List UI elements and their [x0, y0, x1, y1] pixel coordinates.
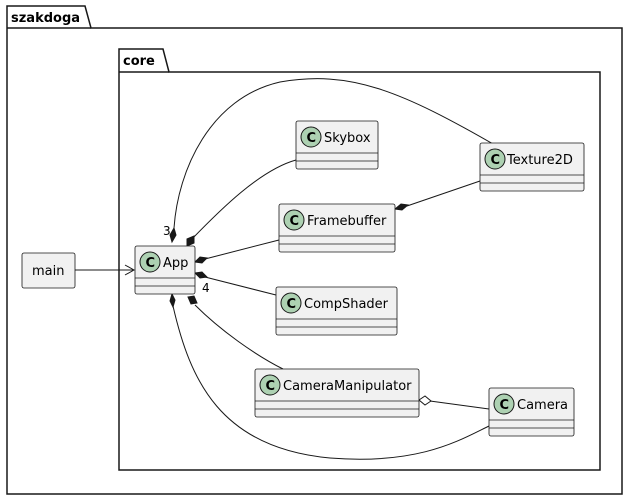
class-skybox-label: Skybox — [324, 131, 371, 146]
multiplicity-app-texture2d: 3 — [163, 224, 171, 238]
class-compshader-stereotype: C — [287, 297, 297, 312]
composition-diamonds — [169, 203, 410, 309]
class-icon — [283, 209, 305, 231]
class-icon — [493, 393, 515, 415]
class-cameramanipulator-label: CameraManipulator — [283, 379, 412, 394]
class-camera-stereotype: C — [500, 398, 510, 413]
edge-cameramanipulator-camera — [429, 400, 490, 410]
edge-app-texture2d — [173, 78, 501, 229]
diamond-app-framebuffer-icon — [193, 256, 209, 264]
class-framebuffer-stereotype: C — [290, 214, 300, 229]
class-icon — [280, 292, 302, 314]
class-icon — [259, 374, 281, 396]
class-framebuffer[interactable]: C Framebuffer — [278, 203, 396, 253]
class-cameramanipulator[interactable]: C CameraManipulator — [254, 368, 420, 418]
class-cameramanipulator-stereotype: C — [266, 379, 276, 394]
class-app-label: App — [163, 256, 188, 271]
package-core-label: core — [123, 54, 155, 69]
class-app[interactable]: C App — [134, 245, 196, 295]
class-texture2d-label: Texture2D — [506, 153, 573, 168]
class-icon — [139, 251, 161, 273]
package-szakdoga-label: szakdoga — [11, 11, 80, 26]
class-icon — [484, 148, 506, 170]
class-app-stereotype: C — [146, 256, 156, 271]
diamond-app-texture2d-icon — [169, 226, 177, 244]
diamond-cameramanipulator-camera-icon — [418, 395, 432, 406]
edge-framebuffer-texture2d — [406, 180, 481, 207]
class-texture2d[interactable]: C Texture2D — [479, 142, 585, 192]
class-framebuffer-label: Framebuffer — [307, 214, 387, 229]
diamond-app-compshader-icon — [193, 271, 209, 279]
diamond-framebuffer-texture2d-icon — [393, 203, 410, 211]
diamond-app-cameramanipulator-icon — [187, 295, 198, 305]
edge-app-framebuffer — [204, 239, 280, 260]
class-skybox-stereotype: C — [307, 131, 317, 146]
class-skybox[interactable]: C Skybox — [295, 120, 379, 170]
edge-app-skybox — [190, 159, 297, 241]
class-texture2d-stereotype: C — [491, 153, 501, 168]
class-compshader[interactable]: C CompShader — [275, 286, 398, 336]
diamond-app-skybox-icon — [186, 235, 195, 247]
multiplicity-app-compshader: 4 — [202, 281, 210, 295]
edges — [75, 78, 501, 460]
node-main[interactable]: main — [21, 252, 76, 289]
class-camera-label: Camera — [517, 398, 568, 413]
class-camera[interactable]: C Camera — [488, 387, 575, 437]
edge-app-compshader — [204, 276, 277, 296]
class-icon — [300, 126, 322, 148]
arrowhead-icon — [124, 264, 136, 276]
diamond-app-camera-icon — [169, 292, 176, 309]
edge-app-camera — [172, 305, 490, 460]
edge-app-cameramanipulator — [194, 304, 284, 370]
class-compshader-label: CompShader — [304, 297, 389, 312]
node-main-label: main — [32, 264, 64, 279]
